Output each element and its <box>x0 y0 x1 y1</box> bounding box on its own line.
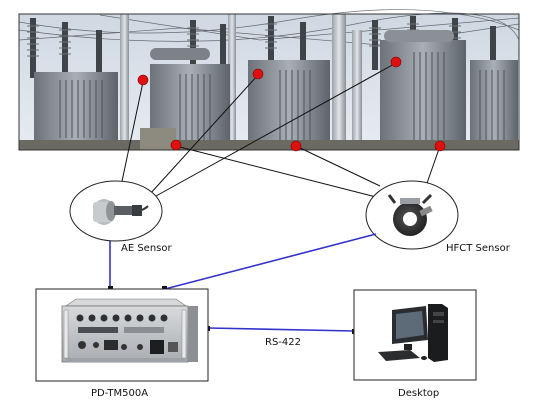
sensor-lead-lines <box>120 62 441 199</box>
measurement-point <box>434 140 446 152</box>
sensor-signal-links <box>109 233 377 332</box>
desktop-computer-icon <box>353 289 477 381</box>
measurement-point <box>137 74 149 86</box>
ae-sensor-icon <box>69 180 163 242</box>
hfct-sensor-icon <box>365 180 459 250</box>
measurement-point <box>252 68 264 80</box>
rs422-link-label: RS-422 <box>265 337 301 348</box>
pd-tm500a-unit-icon <box>35 288 209 382</box>
measurement-points <box>137 56 446 152</box>
desktop-label: Desktop <box>398 388 440 399</box>
ae-sensor-label: AE Sensor <box>121 243 172 254</box>
substation-photo <box>18 9 520 151</box>
measurement-point <box>170 139 182 151</box>
measurement-point <box>390 56 402 68</box>
pd-tm500a-label: PD-TM500A <box>91 388 149 399</box>
measurement-point <box>290 140 302 152</box>
hfct-sensor-label: HFCT Sensor <box>446 243 510 254</box>
